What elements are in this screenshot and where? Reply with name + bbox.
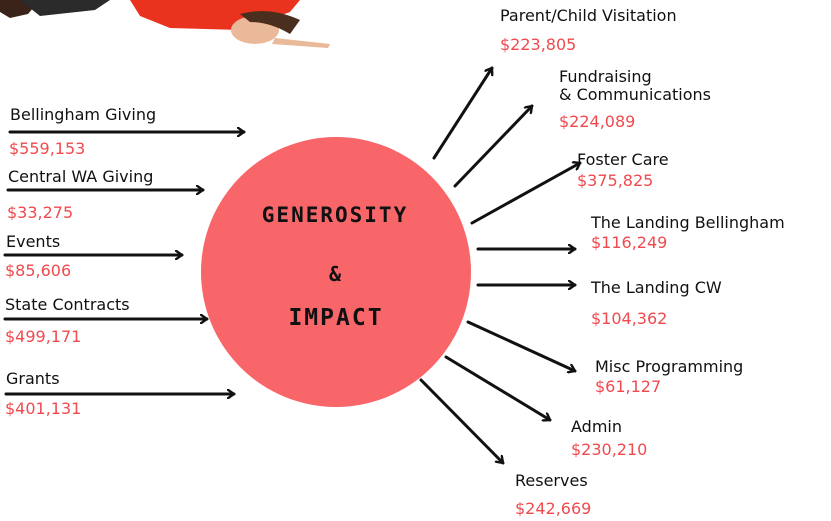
income-amount-events: $85,606 bbox=[5, 261, 72, 280]
photo-leg bbox=[20, 0, 110, 16]
center-title-impact: IMPACT bbox=[288, 305, 384, 331]
expense-label-visitation: Parent/Child Visitation bbox=[500, 6, 677, 25]
income-label-events: Events bbox=[6, 232, 61, 251]
income-label-central-wa-giving: Central WA Giving bbox=[8, 167, 154, 186]
expense-amount-visitation: $223,805 bbox=[500, 35, 577, 54]
arrow-expense-admin bbox=[444, 355, 552, 420]
expense-label-fundraising: Fundraising & Communications bbox=[559, 67, 712, 104]
photo-arm bbox=[272, 38, 330, 48]
expense-label-foster-care: Foster Care bbox=[577, 150, 669, 169]
photo-head-hair bbox=[240, 11, 300, 35]
income-amount-state-contracts: $499,171 bbox=[5, 327, 82, 346]
income-label-bellingham-giving: Bellingham Giving bbox=[10, 105, 157, 124]
arrow-expense-fundraising bbox=[453, 104, 534, 188]
arrow-expense-misc bbox=[466, 320, 577, 371]
expense-amount-misc: $61,127 bbox=[595, 377, 662, 396]
income-label-grants: Grants bbox=[6, 369, 60, 388]
center-ampersand: & bbox=[328, 262, 344, 286]
income-amount-bellingham-giving: $559,153 bbox=[9, 139, 86, 158]
center-title-generosity: GENEROSITY bbox=[261, 203, 409, 227]
income-label-state-contracts: State Contracts bbox=[5, 295, 130, 314]
expense-label-reserves: Reserves bbox=[515, 471, 588, 490]
arrow-expense-visitation bbox=[432, 66, 494, 160]
jumping-child-photo bbox=[0, 0, 330, 48]
arrow-expense-foster-care bbox=[470, 163, 582, 225]
expense-amount-admin: $230,210 bbox=[571, 440, 648, 459]
expense-label-landing-bellingham: The Landing Bellingham bbox=[591, 213, 785, 232]
income-amount-central-wa-giving: $33,275 bbox=[7, 203, 74, 222]
expense-label-landing-cw: The Landing CW bbox=[591, 278, 722, 297]
expense-label-misc: Misc Programming bbox=[595, 357, 744, 376]
expense-amount-landing-cw: $104,362 bbox=[591, 309, 668, 328]
expense-amount-fundraising: $224,089 bbox=[559, 112, 636, 131]
expense-amount-foster-care: $375,825 bbox=[577, 171, 654, 190]
expense-amount-landing-bellingham: $116,249 bbox=[591, 233, 668, 252]
expense-amount-reserves: $242,669 bbox=[515, 499, 592, 518]
income-amount-grants: $401,131 bbox=[5, 399, 82, 418]
expense-label-admin: Admin bbox=[571, 417, 622, 436]
arrow-expense-reserves bbox=[419, 378, 505, 465]
center-circle bbox=[201, 137, 471, 407]
